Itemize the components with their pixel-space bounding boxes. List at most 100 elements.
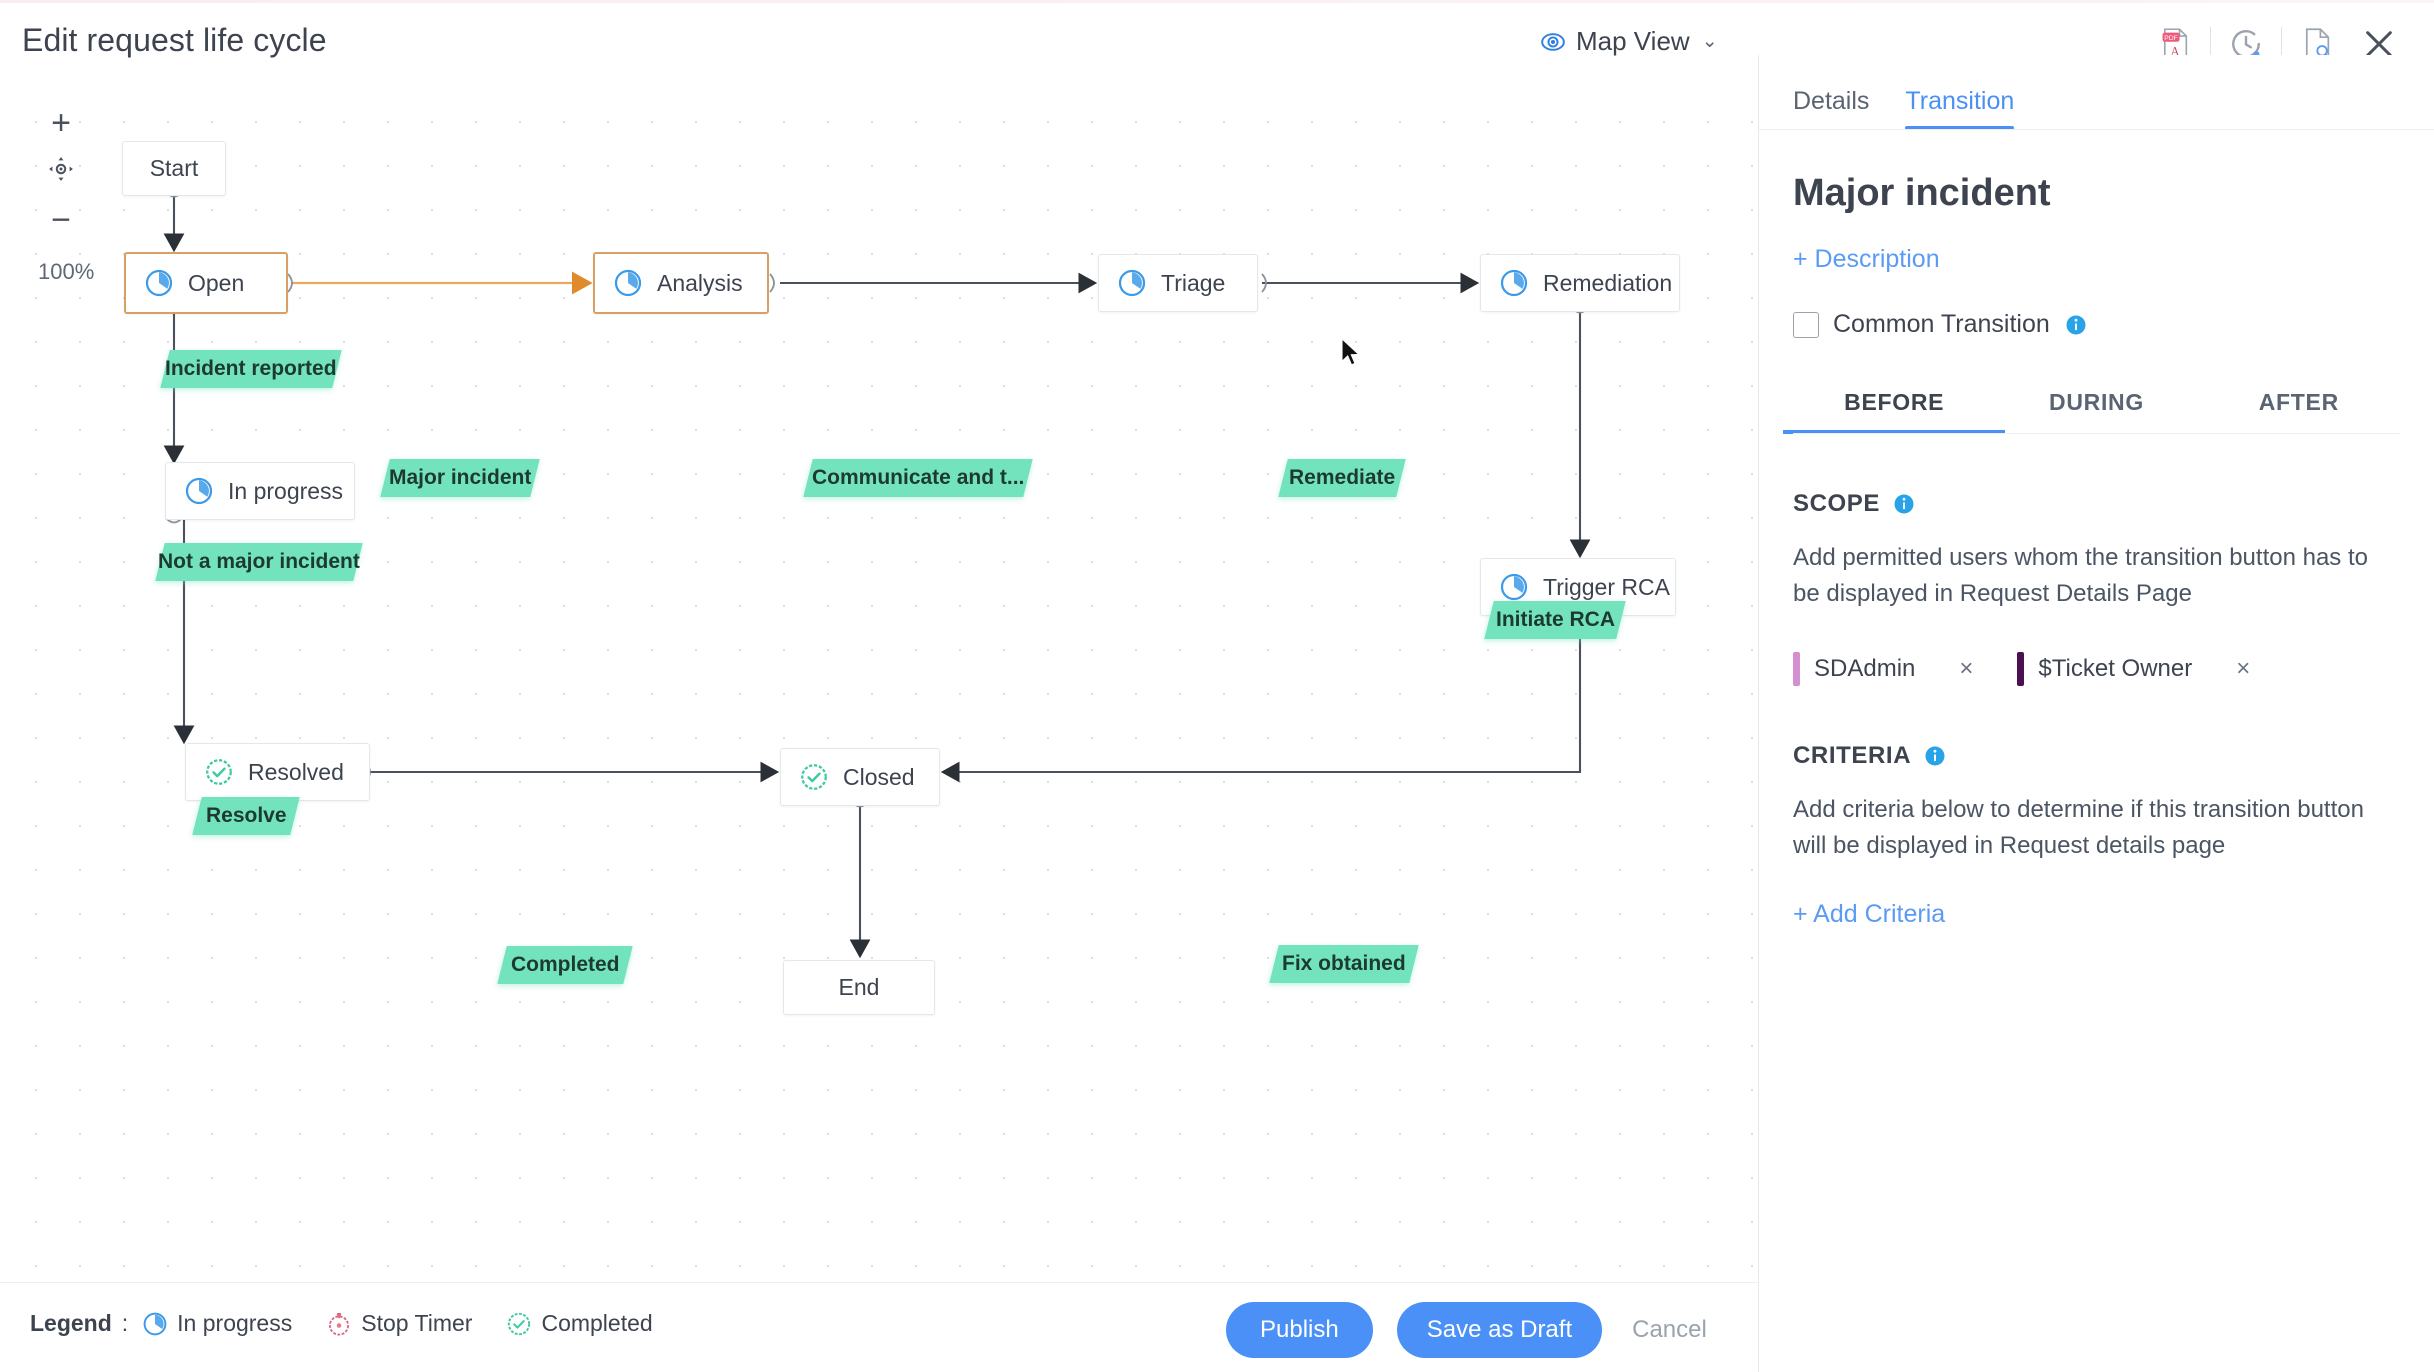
- workflow-canvas[interactable]: + − 100%: [0, 88, 1758, 1282]
- legend-label: In progress: [177, 1310, 293, 1336]
- divider: [1793, 433, 2400, 434]
- in-progress-icon: [142, 1311, 168, 1337]
- node-in-progress[interactable]: In progress: [165, 462, 355, 520]
- publish-button[interactable]: Publish: [1226, 1302, 1373, 1358]
- node-end[interactable]: End: [783, 960, 935, 1015]
- chevron-down-icon: ⌄: [1701, 31, 1718, 52]
- map-view-dropdown[interactable]: Map View ⌄: [1540, 26, 1718, 57]
- checkbox-box[interactable]: [1793, 311, 1819, 338]
- node-triage[interactable]: Triage: [1098, 254, 1258, 312]
- transition-incident-reported[interactable]: Incident reported: [160, 350, 342, 388]
- criteria-heading: CRITERIA: [1793, 742, 1912, 769]
- scope-heading: SCOPE: [1793, 490, 1881, 517]
- transition-resolve[interactable]: Resolve: [192, 797, 300, 835]
- info-icon[interactable]: [1923, 744, 1947, 768]
- transition-label: Incident reported: [165, 357, 337, 380]
- node-label: Triage: [1161, 269, 1226, 296]
- transition-completed[interactable]: Completed: [497, 946, 633, 984]
- footer-bar: Legend : In progress Stop Timer: [0, 1282, 1758, 1372]
- transition-initiate-rca[interactable]: Initiate RCA: [1484, 601, 1626, 639]
- criteria-heading-row: CRITERIA: [1793, 742, 2434, 770]
- top-bar: Edit request life cycle Map View ⌄ PDF: [0, 0, 2434, 88]
- legend-label: Completed: [541, 1310, 653, 1336]
- transition-remediate[interactable]: Remediate: [1278, 459, 1406, 497]
- scope-description: Add permitted users whom the transition …: [1793, 544, 2368, 607]
- add-description-link[interactable]: + Description: [1793, 245, 1940, 273]
- divider: [2210, 27, 2211, 61]
- node-label: Start: [149, 155, 199, 181]
- node-start[interactable]: Start: [122, 141, 226, 196]
- zoom-in-button[interactable]: +: [51, 104, 71, 142]
- node-analysis[interactable]: Analysis: [593, 252, 769, 314]
- transition-label: Initiate RCA: [1495, 608, 1615, 631]
- eye-icon: [1540, 29, 1566, 55]
- completed-icon: [506, 1311, 532, 1337]
- zoom-out-button[interactable]: −: [51, 201, 71, 239]
- chip-color-bar: [2017, 652, 2025, 686]
- transition-label: Major incident: [388, 466, 532, 489]
- transition-label: Resolve: [205, 804, 287, 827]
- chip-remove-icon[interactable]: ×: [2236, 655, 2251, 682]
- scope-heading-row: SCOPE: [1793, 490, 2434, 518]
- transition-communicate-and-t[interactable]: Communicate and t...: [803, 459, 1033, 497]
- save-as-draft-button[interactable]: Save as Draft: [1396, 1302, 1603, 1358]
- transition-label: Fix obtained: [1282, 952, 1406, 975]
- transition-label: Communicate and t...: [811, 466, 1025, 489]
- node-label: In progress: [228, 477, 344, 504]
- completed-icon: [799, 762, 829, 792]
- chip-remove-icon[interactable]: ×: [1959, 655, 1974, 682]
- transition-label: Remediate: [1288, 466, 1396, 489]
- transition-fix-obtained[interactable]: Fix obtained: [1269, 945, 1419, 983]
- node-label: Open: [188, 269, 245, 296]
- node-open[interactable]: Open: [124, 252, 288, 314]
- scope-chip-sdadmin[interactable]: SDAdmin ×: [1793, 652, 1973, 686]
- node-closed[interactable]: Closed: [780, 748, 940, 806]
- legend-separator: :: [121, 1310, 129, 1336]
- transition-label: Completed: [510, 953, 620, 976]
- add-criteria-link[interactable]: + Add Criteria: [1793, 900, 1946, 928]
- scope-chip-list: SDAdmin × $Ticket Owner ×: [1793, 652, 2434, 686]
- in-progress-icon: [144, 268, 174, 298]
- scope-chip-ticket-owner[interactable]: $Ticket Owner ×: [2017, 652, 2250, 686]
- map-view-label: Map View: [1576, 26, 1690, 56]
- legend-title: Legend: [30, 1310, 112, 1336]
- node-label: Resolved: [248, 758, 344, 785]
- tab-transition[interactable]: Transition: [1905, 87, 2014, 130]
- chip-label: SDAdmin: [1814, 655, 1916, 682]
- stage-tab-after[interactable]: AFTER: [2258, 389, 2339, 415]
- chip-color-bar: [1793, 652, 1800, 686]
- node-resolved[interactable]: Resolved: [185, 743, 370, 801]
- close-icon[interactable]: [2348, 18, 2410, 70]
- document-search-icon[interactable]: [2286, 18, 2348, 70]
- legend-item-in-progress: In progress: [142, 1310, 292, 1337]
- chip-label: $Ticket Owner: [2038, 655, 2193, 682]
- stage-tabs: BEFORE DURING AFTER: [1759, 389, 2434, 434]
- node-label: Analysis: [657, 269, 743, 296]
- transition-major-incident[interactable]: Major incident: [380, 459, 540, 497]
- divider: [1759, 129, 2434, 130]
- transition-not-a-major-incident[interactable]: Not a major incident: [155, 543, 363, 581]
- svg-text:A: A: [2171, 44, 2180, 58]
- export-pdf-icon[interactable]: PDF A: [2144, 18, 2206, 70]
- in-progress-icon: [1499, 268, 1529, 298]
- legend-item-completed: Completed: [506, 1310, 653, 1337]
- stage-tab-during[interactable]: DURING: [2049, 389, 2144, 415]
- node-remediation[interactable]: Remediation: [1480, 254, 1680, 312]
- node-label: Trigger RCA: [1543, 573, 1670, 600]
- transition-title: Major incident: [1793, 172, 2051, 214]
- fit-to-screen-icon[interactable]: [38, 148, 84, 195]
- transition-label: Not a major incident: [158, 550, 360, 573]
- node-label: Closed: [843, 763, 915, 790]
- cancel-button[interactable]: Cancel: [1626, 1315, 1713, 1345]
- common-transition-label: Common Transition: [1833, 310, 2050, 338]
- info-icon[interactable]: [1892, 492, 1916, 516]
- common-transition-checkbox[interactable]: Common Transition: [1793, 310, 2434, 339]
- footer-actions: Publish Save as Draft Cancel: [1226, 1302, 1713, 1358]
- criteria-description: Add criteria below to determine if this …: [1793, 796, 2364, 859]
- stage-tab-before[interactable]: BEFORE: [1782, 389, 2006, 434]
- in-progress-icon: [1117, 268, 1147, 298]
- tab-details[interactable]: Details: [1793, 87, 1870, 115]
- panel-tabs: Details Transition: [1759, 55, 2434, 130]
- info-icon[interactable]: [2064, 313, 2088, 337]
